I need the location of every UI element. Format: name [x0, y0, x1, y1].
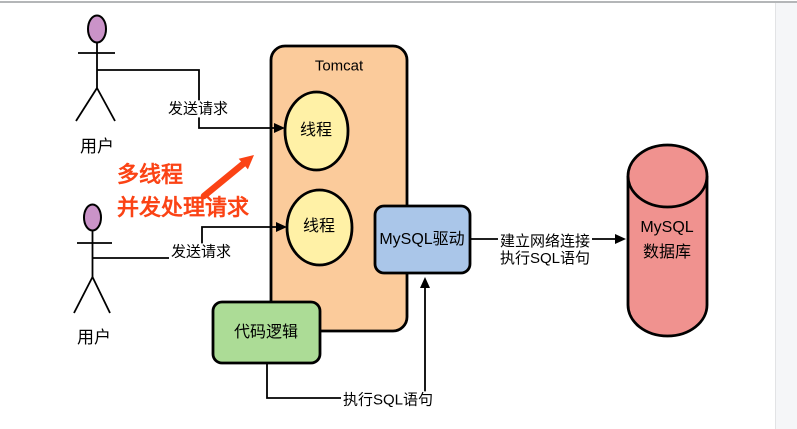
arrowhead-db: [615, 234, 626, 244]
actor-1-leg-left: [75, 87, 98, 122]
thread-1-label: 线程: [299, 121, 333, 139]
arrowhead-thread2: [276, 222, 287, 232]
annotation-arrow-icon: [200, 155, 254, 200]
actor-1-figure: [75, 14, 116, 122]
mysql-db-label-line1: MySQL: [640, 219, 694, 236]
annotation-arrowhead: [238, 155, 254, 170]
actor-2-leg-right: [91, 276, 111, 314]
edge-label-connect: 建立网络连接 执行SQL语句: [497, 232, 593, 268]
edge-user2-to-thread2: [92, 226, 277, 259]
thread-circle-2: [285, 188, 354, 267]
tomcat-container-box: [269, 44, 409, 333]
window-top-border: [0, 1, 797, 3]
annotation-text-line1: 多线程: [117, 162, 184, 187]
arrowhead-thread1: [274, 123, 285, 133]
tomcat-label: Tomcat: [314, 57, 364, 75]
mysql-db-label: MySQL 数据库: [640, 215, 693, 265]
mysql-db-cylinder-body: [626, 176, 709, 338]
edge-label-connect-line2: 执行SQL语句: [499, 250, 591, 267]
page-right-gutter: [775, 3, 797, 429]
edge-label-send-request-1: 发送请求: [165, 100, 231, 118]
edge-label-send-request-2: 发送请求: [168, 243, 234, 261]
mysql-driver-label: MySQL驱动: [379, 230, 465, 248]
edge-label-connect-line1: 建立网络连接: [499, 232, 591, 250]
code-logic-box: [211, 300, 322, 365]
actor-2-figure: [73, 203, 112, 314]
mysql-db-label-line2: 数据库: [642, 244, 691, 261]
actor-2-label: 用户: [77, 328, 111, 348]
actor-2-head-icon: [83, 203, 102, 232]
mysql-db-cylinder-top: [626, 143, 709, 209]
actor-1-head-icon: [87, 14, 107, 44]
annotation-text-line2: 并发处理请求: [117, 195, 250, 220]
edge-user1-to-thread1: [97, 69, 275, 129]
code-logic-label: 代码逻辑: [233, 323, 299, 341]
actor-1-label: 用户: [80, 137, 114, 157]
arrowhead-driver: [420, 277, 430, 288]
actor-2-leg-left: [73, 276, 94, 314]
edge-label-execute-sql: 执行SQL语句: [340, 391, 436, 409]
annotation-text: 多线程 并发处理请求: [117, 158, 249, 224]
annotation-arrow-shaft: [200, 160, 247, 200]
actor-1-leg-right: [96, 87, 116, 122]
thread-circle-1: [283, 90, 350, 172]
thread-2-label: 线程: [302, 217, 336, 235]
